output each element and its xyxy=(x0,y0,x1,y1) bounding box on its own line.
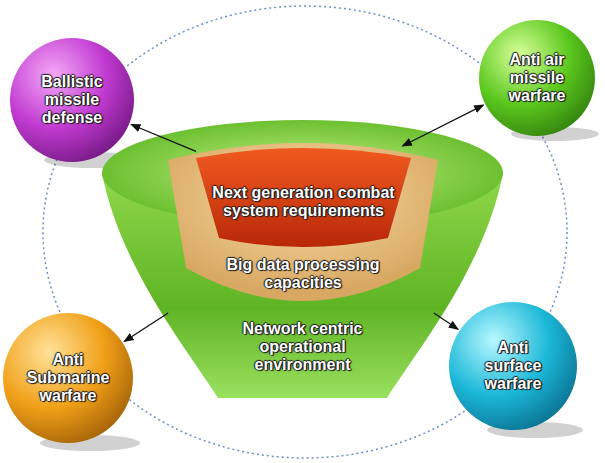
band-label: Next generation combat system requiremen… xyxy=(211,184,396,220)
arrow-connector xyxy=(131,125,196,152)
sphere-node: Anti surface warfare xyxy=(449,302,577,430)
arrow-connector xyxy=(402,105,483,146)
sphere-label: Anti surface warfare xyxy=(472,339,554,393)
core-band: Next generation combat system requiremen… xyxy=(196,146,411,246)
sphere-label: Anti Submarine warfare xyxy=(18,351,118,405)
sphere-node: Ballistic missile defense xyxy=(10,38,134,162)
arrow-connector xyxy=(124,313,168,342)
bowl-band: Network centric operational environment B… xyxy=(100,118,505,400)
sphere-label: Ballistic missile defense xyxy=(26,73,118,127)
arrow-connector xyxy=(434,313,458,329)
sphere-label: Anti air missile warfare xyxy=(496,51,578,105)
band-label: Big data processing capacities xyxy=(187,256,419,292)
middle-band: Big data processing capacities Next gener… xyxy=(168,138,438,313)
band-label: Network centric operational environment xyxy=(218,320,388,374)
sphere-node: Anti Submarine warfare xyxy=(3,313,133,443)
sphere-node: Anti air missile warfare xyxy=(479,20,595,136)
